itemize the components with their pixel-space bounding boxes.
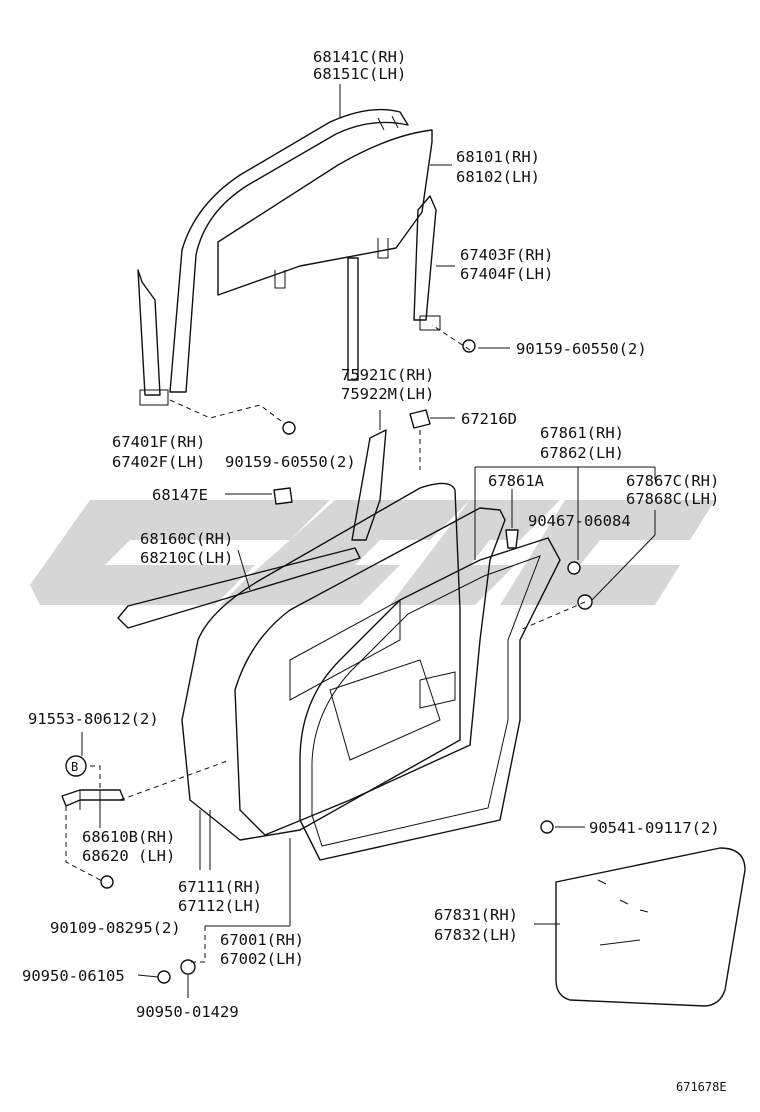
door-outer-panel	[181, 482, 461, 841]
label-90467: 90467-06084	[528, 512, 631, 530]
label-68101-rh: 68101(RH)	[456, 148, 540, 166]
label-75922m-lh: 75922M(LH)	[341, 385, 434, 403]
part-labels: 68141C(RH) 68151C(LH) 68101(RH) 68102(LH…	[22, 48, 727, 1094]
plug-90950-01429	[180, 959, 196, 975]
door-trim-board	[555, 847, 746, 1007]
rear-run-channel	[413, 195, 441, 331]
label-67832-lh: 67832(LH)	[434, 926, 518, 944]
label-68610b-rh: 68610B(RH)	[82, 828, 175, 846]
leader-lines	[65, 84, 656, 998]
door-check	[61, 789, 125, 810]
label-90109: 90109-08295(2)	[50, 919, 181, 937]
outer-weatherstrip	[117, 547, 361, 629]
label-90541: 90541-09117(2)	[589, 819, 720, 837]
label-67861-rh: 67861(RH)	[540, 424, 624, 442]
clip-67216d	[409, 409, 431, 429]
label-67216d: 67216D	[461, 410, 517, 428]
plug-90950-06105	[157, 970, 171, 984]
label-67868c-lh: 67868C(LH)	[626, 490, 719, 508]
label-67403f-rh: 67403F(RH)	[460, 246, 553, 264]
label-68147e: 68147E	[152, 486, 208, 504]
label-67867c-rh: 67867C(RH)	[626, 472, 719, 490]
bolt-90159-lower	[282, 421, 296, 435]
label-67401f-rh: 67401F(RH)	[112, 433, 205, 451]
label-67404f-lh: 67404F(LH)	[460, 265, 553, 283]
circle-b-marker: B	[65, 755, 87, 777]
label-67001-rh: 67001(RH)	[220, 931, 304, 949]
label-68620-lh: 68620 (LH)	[82, 847, 175, 865]
bolt-90159-upper	[462, 339, 476, 353]
circle-b-label: B	[71, 760, 78, 774]
door-shell	[234, 507, 506, 836]
label-90950-06105: 90950-06105	[22, 967, 125, 985]
clip-67861a	[505, 529, 519, 549]
label-67402f-lh: 67402F(LH)	[112, 453, 205, 471]
diagram-code: 671678E	[676, 1080, 727, 1094]
label-91553: 91553-80612(2)	[28, 710, 159, 728]
label-67831-rh: 67831(RH)	[434, 906, 518, 924]
division-bar	[347, 257, 359, 381]
label-67111-rh: 67111(RH)	[178, 878, 262, 896]
door-glass	[217, 129, 433, 296]
label-68141c-rh: 68141C(RH)	[313, 48, 406, 66]
label-67861a: 67861A	[488, 472, 545, 490]
label-68160c-rh: 68160C(RH)	[140, 530, 233, 548]
bolt-90109	[100, 875, 114, 889]
label-90159-lower: 90159-60550(2)	[225, 453, 356, 471]
label-67112-lh: 67112(LH)	[178, 897, 262, 915]
door-weatherstrip	[299, 537, 561, 861]
label-68151c-lh: 68151C(LH)	[313, 65, 406, 83]
clip-90467	[567, 561, 581, 575]
label-67002-lh: 67002(LH)	[220, 950, 304, 968]
label-90159-upper: 90159-60550(2)	[516, 340, 647, 358]
clip-68147e	[273, 487, 293, 505]
label-67862-lh: 67862(LH)	[540, 444, 624, 462]
label-90950-01429: 90950-01429	[136, 1003, 239, 1021]
label-68102-lh: 68102(LH)	[456, 168, 540, 186]
front-run-channel	[137, 269, 169, 406]
division-channel	[351, 429, 387, 541]
label-68210c-lh: 68210C(LH)	[140, 549, 233, 567]
label-75921c-rh: 75921C(RH)	[341, 366, 434, 384]
window-frame-run	[169, 108, 409, 393]
bolt-90541	[540, 820, 554, 834]
